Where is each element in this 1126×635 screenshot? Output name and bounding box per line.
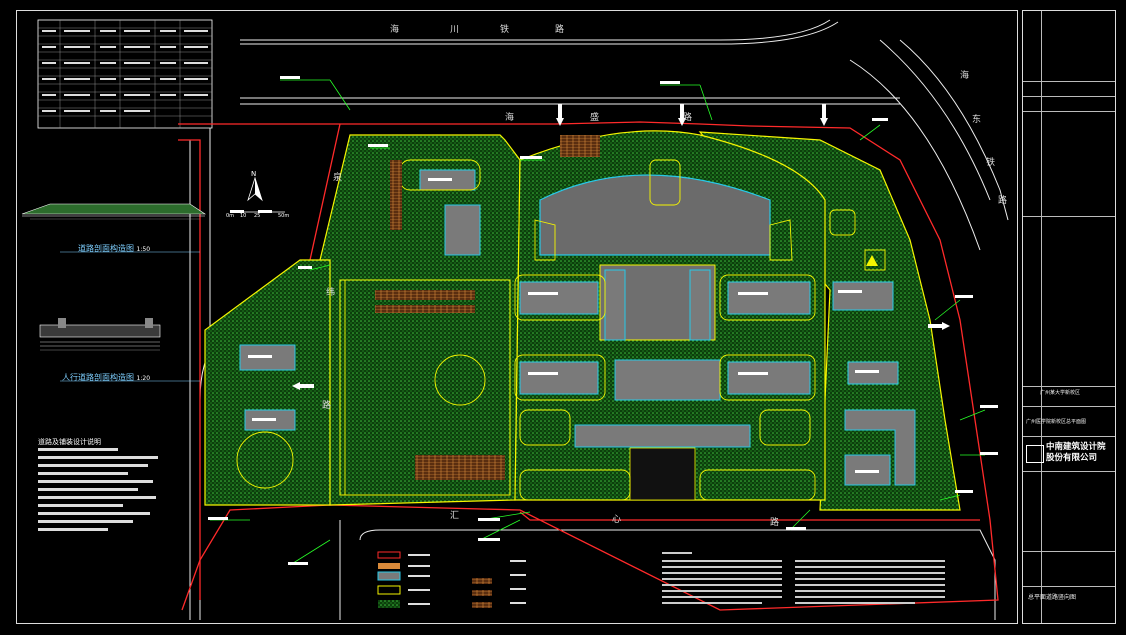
road-inner-char-1: 海: [505, 113, 515, 123]
road-left-char-1: 泉: [333, 173, 343, 183]
title-block: [1022, 10, 1116, 624]
scale-label-2: 25: [254, 213, 261, 219]
road-top-char-2: 川: [450, 25, 460, 35]
road-top-char-3: 铁: [500, 25, 510, 35]
road-right-char-1: 海: [960, 71, 970, 81]
area-table: [37, 19, 213, 129]
company-logo: [1026, 445, 1044, 463]
road-right-char-2: 东: [972, 115, 982, 125]
road-section-detail: [21, 203, 206, 220]
note-line: [38, 504, 123, 507]
note-line: [38, 464, 148, 467]
road-section-caption: 道路剖面构造图 1:50: [78, 243, 150, 254]
outer-roads: [189, 19, 1009, 620]
project-name: 广州某大学新校区: [1040, 390, 1081, 396]
scale-label-0: 0m: [226, 213, 235, 219]
road-right-char-3: 铁: [986, 158, 996, 168]
note-line: [38, 496, 156, 499]
sidewalk-section-scale: 1:20: [136, 375, 151, 382]
sidewalk-section-detail: [39, 318, 161, 351]
road-bottom-char-3: 路: [770, 518, 780, 528]
road-inner-char-2: 盛: [590, 113, 600, 123]
north-arrow-icon: [230, 176, 285, 213]
note-line: [38, 448, 118, 451]
road-top-char-1: 海: [390, 25, 400, 35]
road-bottom-char-2: 心: [612, 515, 622, 525]
notes-title: 道路及铺装设计说明: [38, 438, 101, 446]
road-top-char-4: 路: [555, 25, 565, 35]
sheet-title: 总平面道路竖向图: [1028, 594, 1077, 601]
road-left-char-3: 路: [322, 401, 332, 411]
scale-label-1: 10: [240, 213, 247, 219]
legend: [377, 551, 526, 608]
drawing-name: 广州医学院新校区总平面图: [1026, 419, 1087, 425]
leader-lines: [210, 79, 986, 566]
leader-tags: [208, 76, 998, 565]
central-campus: [239, 169, 916, 501]
note-line: [38, 472, 128, 475]
road-bottom-char-1: 汇: [450, 511, 460, 521]
note-line: [38, 488, 138, 491]
note-line: [38, 528, 108, 531]
brick-paving: [375, 135, 600, 480]
note-line: [38, 480, 153, 483]
compass-north-label: N: [251, 170, 257, 178]
road-section-caption-text: 道路剖面构造图: [78, 244, 134, 253]
yellow-paving-outlines: [236, 159, 886, 501]
triangle-marker: [866, 255, 878, 266]
company-line-1: 中南建筑设计院: [1046, 442, 1106, 452]
general-notes: [662, 552, 945, 604]
road-left-char-2: 纬: [326, 288, 336, 298]
company-line-2: 股份有限公司: [1046, 453, 1098, 463]
road-section-scale: 1:50: [136, 246, 151, 253]
note-line: [38, 520, 133, 523]
note-line: [38, 512, 150, 515]
sidewalk-section-caption-text: 人行道路剖面构造图: [62, 373, 134, 382]
sidewalk-section-caption: 人行道路剖面构造图 1:20: [62, 372, 150, 383]
drawing-frame: [16, 10, 1018, 624]
note-line: [38, 456, 158, 459]
scale-label-3: 50m: [278, 213, 290, 219]
road-inner-char-3: 路: [683, 113, 693, 123]
company-name: 中南建筑设计院 股份有限公司: [1046, 442, 1112, 464]
entrance-arrows: [292, 104, 950, 390]
road-right-char-4: 路: [998, 196, 1008, 206]
